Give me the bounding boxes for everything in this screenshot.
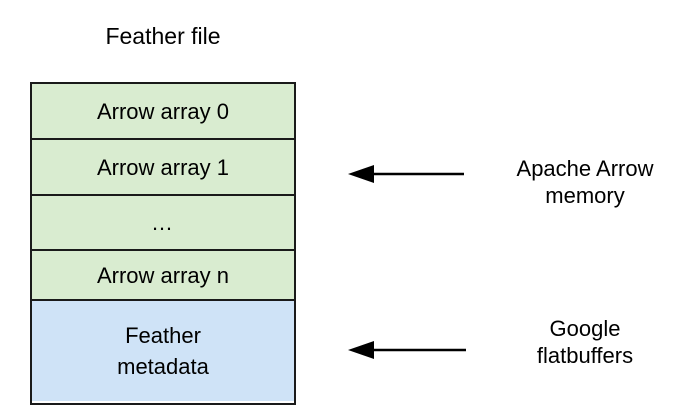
stack-row-arrow-array-0: Arrow array 0	[32, 84, 294, 140]
stack-row-arrow-array-n: Arrow array n	[32, 251, 294, 301]
annotation-label-google-flatbuffers: Google flatbuffers	[536, 316, 634, 368]
stack-row-label: …	[151, 210, 175, 235]
annotation-label-apache-arrow-memory: Apache Arrow memory	[516, 156, 654, 208]
stack-row-label: Feather metadata	[117, 323, 209, 379]
stack-row-label: Arrow array 0	[96, 98, 230, 124]
page-title: Feather file	[105, 23, 221, 49]
left-arrow-icon-flatbuffers	[348, 341, 466, 359]
stack-row-ellipsis: …	[32, 196, 294, 251]
feather-file-stack: Arrow array 0 Arrow array 1 … Arrow arra…	[30, 82, 296, 405]
stack-row-label: Arrow array n	[96, 262, 230, 288]
stack-row-arrow-array-1: Arrow array 1	[32, 140, 294, 196]
stack-row-feather-metadata: Feather metadata	[32, 301, 294, 401]
left-arrow-icon-arrow-memory	[348, 165, 464, 183]
stack-row-label: Arrow array 1	[96, 154, 230, 180]
